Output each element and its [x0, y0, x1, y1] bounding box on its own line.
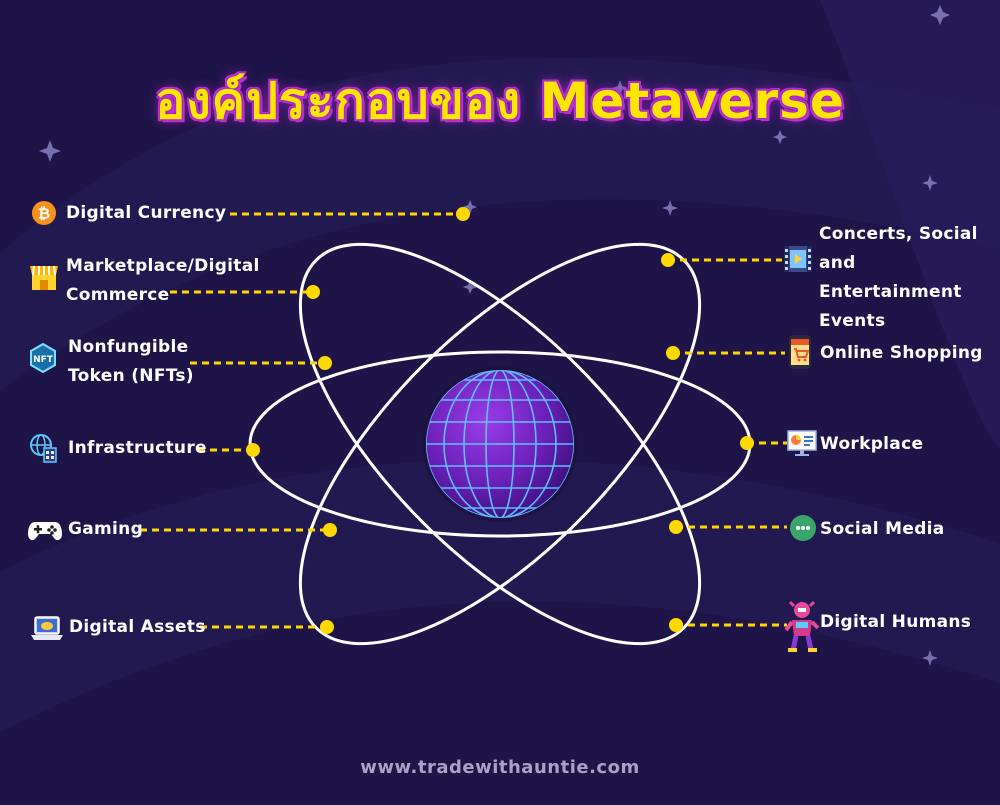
label-concerts-line3: Events [819, 311, 886, 331]
label-digital-currency: Digital Currency [66, 203, 227, 223]
page-title: องค์ประกอบของ Metaverse [155, 72, 845, 130]
label-concerts-line2: and Entertainment [819, 253, 962, 302]
nft-icon: NFT [30, 342, 56, 374]
label-nft-line1: Nonfungible [68, 337, 189, 357]
label-gaming: Gaming [68, 519, 144, 539]
laptop-icon [31, 616, 63, 640]
avatar-character-icon [784, 600, 820, 652]
svg-text:NFT: NFT [33, 355, 54, 365]
label-infrastructure: Infrastructure [68, 438, 207, 458]
globe-icon [422, 366, 578, 522]
sparkle-stars [39, 5, 950, 666]
gamepad-icon [28, 522, 62, 541]
label-nft-line2: Token (NFTs) [68, 366, 194, 386]
chat-bubble-icon [790, 515, 816, 541]
label-digital-humans: Digital Humans [820, 612, 972, 632]
label-marketplace-line2: Commerce [66, 285, 170, 305]
film-icon [784, 246, 812, 272]
bitcoin-icon: ₿ [32, 201, 56, 225]
presentation-icon [787, 430, 817, 456]
orbit-diagonal-b [298, 242, 702, 646]
label-marketplace: Marketplace/Digital Commerce [66, 252, 260, 310]
label-marketplace-line1: Marketplace/Digital [66, 256, 260, 276]
label-online-shopping: Online Shopping [820, 343, 983, 363]
connector-lines [140, 212, 787, 629]
svg-text:₿: ₿ [38, 205, 50, 223]
label-workplace: Workplace [820, 434, 924, 454]
shopping-cart-icon [789, 335, 811, 369]
connection-dots [246, 207, 754, 634]
label-digital-assets: Digital Assets [69, 617, 206, 637]
shop-icon [30, 265, 58, 290]
infrastructure-icon [30, 434, 57, 463]
label-social-media: Social Media [820, 519, 945, 539]
label-nft: Nonfungible Token (NFTs) [68, 333, 194, 391]
label-concerts-line1: Concerts, Social [819, 224, 978, 244]
website-url: www.tradewithauntie.com [360, 757, 640, 778]
label-concerts-events: Concerts, Social and Entertainment Event… [819, 220, 994, 336]
